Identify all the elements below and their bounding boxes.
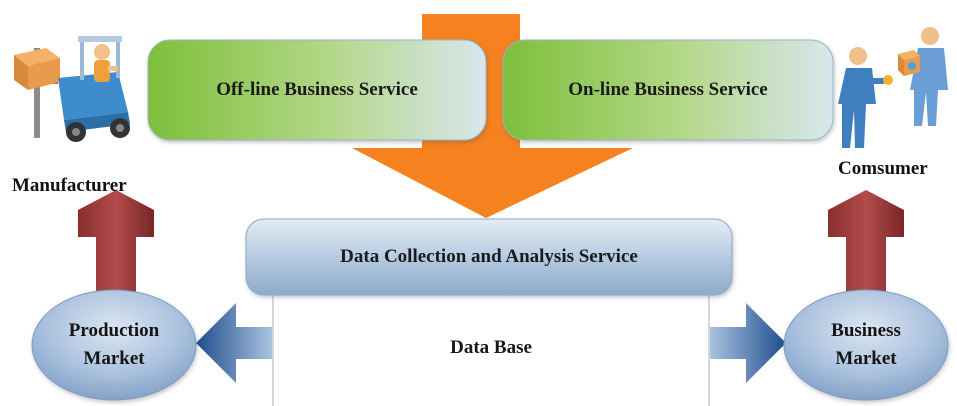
data-collection-box <box>245 218 733 296</box>
blue-left-arrow <box>196 303 272 383</box>
production-market-line1: Production <box>68 320 160 341</box>
business-market-oval <box>783 289 949 401</box>
blue-right-arrow <box>710 303 786 383</box>
red-up-arrow-right <box>828 190 904 292</box>
data-collection-label: Data Collection and Analysis Service <box>340 246 638 267</box>
database-box <box>274 290 708 406</box>
offline-service-label: Off-line Business Service <box>216 79 418 100</box>
manufacturer-label: Manufacturer <box>12 175 127 196</box>
online-service-label: On-line Business Service <box>568 79 768 100</box>
people-exchange-icon <box>838 27 948 148</box>
database-label: Data Base <box>450 337 532 358</box>
red-up-arrow-left <box>78 190 154 292</box>
business-market-label: Business Market <box>784 300 948 390</box>
consumer-label: Comsumer <box>838 158 928 179</box>
production-market-oval <box>31 289 197 401</box>
forklift-worker-icon <box>14 36 130 142</box>
offline-service-box <box>147 39 487 141</box>
online-service-box <box>502 39 834 141</box>
production-market-label: Production Market <box>32 300 196 390</box>
business-market-line2: Market <box>835 348 897 369</box>
business-market-line1: Business <box>831 320 901 341</box>
production-market-line2: Market <box>83 348 145 369</box>
